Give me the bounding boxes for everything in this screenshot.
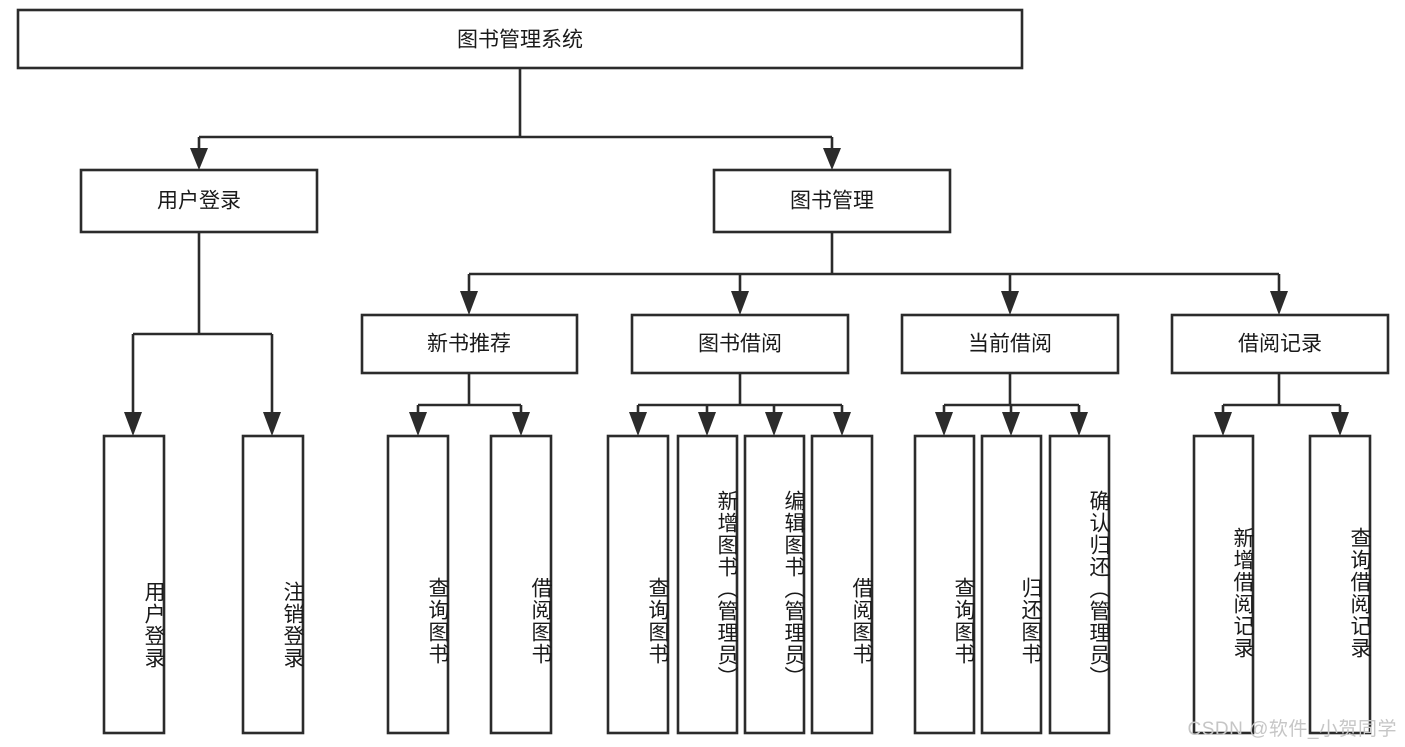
node-book-manage-label: 图书管理	[790, 190, 874, 213]
node-borrow-record-box[interactable]	[1170, 313, 1390, 375]
node-leaf-edit-book-box[interactable]	[743, 434, 806, 735]
watermark: CSDN @软件_小贺同学	[1187, 719, 1397, 740]
node-leaf-borrow-book-1-box[interactable]	[489, 434, 553, 735]
arrow-to-leaf-query-book-1-icon	[409, 412, 427, 436]
connector-group-current-borrow	[935, 373, 1088, 436]
node-book-borrow-box[interactable]	[630, 313, 850, 375]
node-leaf-add-book-box[interactable]	[676, 434, 739, 735]
node-new-book-rec[interactable]: 新书推荐	[360, 313, 579, 375]
node-leaf-query-record-box[interactable]	[1308, 434, 1372, 735]
arrow-to-leaf-add-book-icon	[698, 412, 716, 436]
node-book-borrow[interactable]: 图书借阅	[630, 313, 850, 375]
node-leaf-query-book-1-box[interactable]	[386, 434, 450, 735]
arrow-to-current-borrow-icon	[1001, 291, 1019, 315]
arrow-to-leaf-edit-book-icon	[765, 412, 783, 436]
node-root-label: 图书管理系统	[457, 29, 583, 52]
arrow-to-leaf-borrow-book-1-icon	[512, 412, 530, 436]
node-user-login-box[interactable]	[79, 168, 319, 234]
node-book-manage[interactable]: 图书管理	[712, 168, 952, 234]
connector-group-book-borrow	[629, 373, 851, 436]
connector-group-book-manage	[460, 232, 1288, 315]
node-current-borrow-box[interactable]	[900, 313, 1120, 375]
arrow-to-leaf-logout-icon	[263, 412, 281, 436]
node-root[interactable]: 图书管理系统	[16, 8, 1024, 70]
arrow-to-leaf-query-record-icon	[1331, 412, 1349, 436]
node-book-manage-box[interactable]	[712, 168, 952, 234]
node-book-borrow-label: 图书借阅	[698, 333, 782, 356]
arrow-to-book-manage-icon	[823, 148, 841, 170]
connector-group-root	[190, 68, 841, 170]
node-current-borrow[interactable]: 当前借阅	[900, 313, 1120, 375]
node-user-login[interactable]: 用户登录	[79, 168, 319, 234]
arrow-to-user-login-icon	[190, 148, 208, 170]
node-borrow-record[interactable]: 借阅记录	[1170, 313, 1390, 375]
node-borrow-record-label: 借阅记录	[1238, 333, 1322, 356]
arrow-to-leaf-return-book-icon	[1002, 412, 1020, 436]
node-new-book-rec-label: 新书推荐	[427, 333, 511, 356]
connector-group-new-book-rec	[409, 373, 530, 436]
node-new-book-rec-box[interactable]	[360, 313, 579, 375]
node-leaf-query-book-2-box[interactable]	[606, 434, 670, 735]
connector-group-borrow-record	[1214, 373, 1349, 436]
node-current-borrow-label: 当前借阅	[968, 333, 1052, 356]
leaf-boxes	[102, 434, 1372, 735]
arrow-to-leaf-user-login-icon	[124, 412, 142, 436]
node-leaf-query-book-3-box[interactable]	[913, 434, 976, 735]
node-root-box[interactable]	[16, 8, 1024, 70]
node-leaf-add-record-box[interactable]	[1192, 434, 1255, 735]
arrow-to-leaf-confirm-return-icon	[1070, 412, 1088, 436]
node-user-login-label: 用户登录	[157, 190, 241, 213]
arrow-to-borrow-record-icon	[1270, 291, 1288, 315]
connector-group-user-login	[124, 232, 281, 436]
arrow-to-leaf-add-record-icon	[1214, 412, 1232, 436]
arrow-to-book-borrow-icon	[731, 291, 749, 315]
node-leaf-confirm-return-box[interactable]	[1048, 434, 1111, 735]
node-leaf-return-book-box[interactable]	[980, 434, 1043, 735]
node-leaf-logout-box[interactable]	[241, 434, 305, 735]
arrow-to-new-book-rec-icon	[460, 291, 478, 315]
arrow-to-leaf-query-book-2-icon	[629, 412, 647, 436]
arrow-to-leaf-query-book-3-icon	[935, 412, 953, 436]
node-leaf-borrow-book-2-box[interactable]	[810, 434, 874, 735]
node-leaf-user-login-box[interactable]	[102, 434, 166, 735]
arrow-to-leaf-borrow-book-2-icon	[833, 412, 851, 436]
